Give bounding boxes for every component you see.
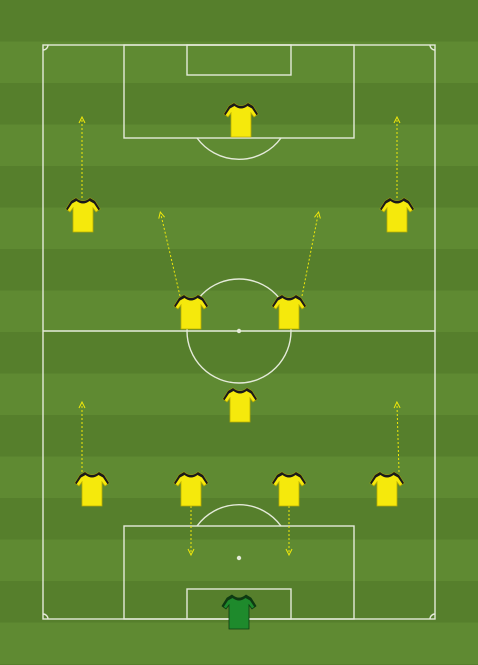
left-central-midfielder-run-arrow bbox=[161, 215, 181, 297]
left-back-jersey-icon[interactable] bbox=[74, 471, 110, 507]
left-centre-back-jersey-icon[interactable] bbox=[173, 471, 209, 507]
grass-stripe bbox=[0, 456, 478, 498]
movement-arrows bbox=[82, 120, 399, 552]
bottom-penalty-spot bbox=[236, 555, 242, 561]
corner-arc-top-left bbox=[42, 44, 49, 51]
goalkeeper-jersey-icon[interactable] bbox=[221, 594, 257, 630]
right-central-midfielder-run-arrow bbox=[301, 215, 318, 297]
grass-stripe bbox=[0, 622, 478, 664]
left-winger-jersey-icon[interactable] bbox=[65, 197, 101, 233]
right-centre-back-jersey-icon[interactable] bbox=[271, 471, 307, 507]
top-penalty-arc bbox=[196, 137, 282, 160]
grass-stripe bbox=[0, 41, 478, 83]
centre-spot bbox=[236, 328, 242, 334]
right-back-run-arrow bbox=[397, 405, 399, 473]
corner-arc-top-right bbox=[429, 44, 436, 51]
defensive-midfielder-jersey-icon[interactable] bbox=[222, 387, 258, 423]
player-markers bbox=[65, 102, 415, 630]
corner-arc-bottom-left bbox=[42, 613, 49, 620]
corner-arc-bottom-right bbox=[429, 613, 436, 620]
top-goal-area bbox=[186, 44, 292, 76]
grass-stripe bbox=[0, 290, 478, 332]
striker-jersey-icon[interactable] bbox=[223, 102, 259, 138]
bottom-penalty-arc bbox=[196, 504, 282, 527]
right-back-jersey-icon[interactable] bbox=[369, 471, 405, 507]
right-central-midfielder-jersey-icon[interactable] bbox=[271, 294, 307, 330]
grass-stripe bbox=[0, 539, 478, 581]
left-central-midfielder-jersey-icon[interactable] bbox=[173, 294, 209, 330]
right-winger-jersey-icon[interactable] bbox=[379, 197, 415, 233]
centre-circle bbox=[186, 278, 292, 384]
